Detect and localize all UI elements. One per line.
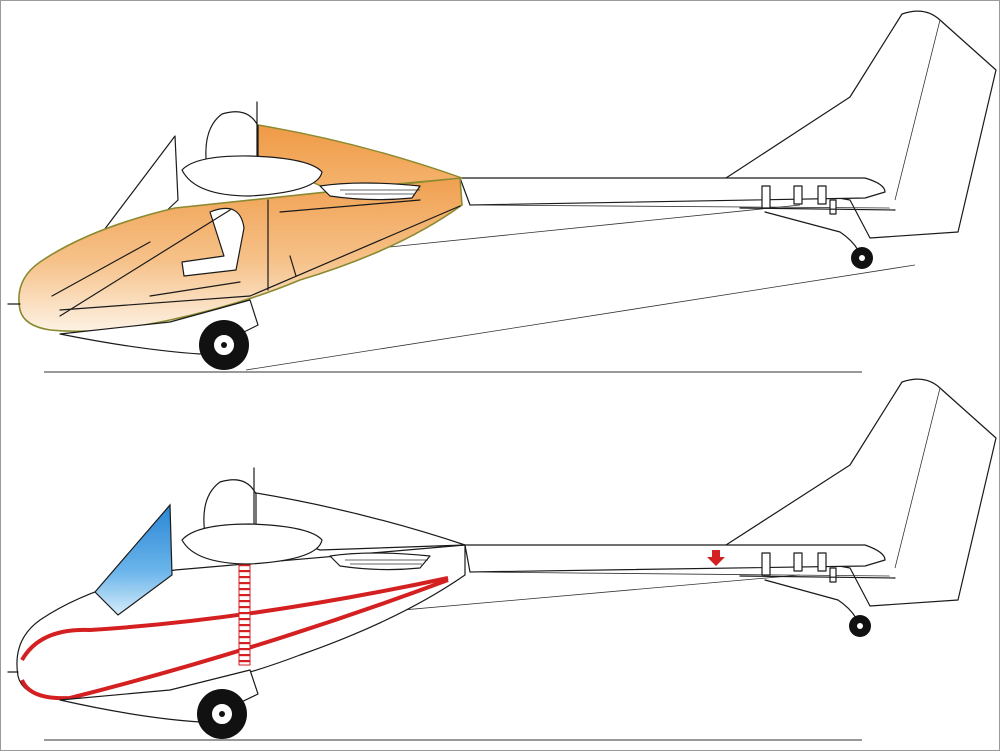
main-wheel-axle [221,342,227,348]
main-wheel-axle [219,711,225,717]
surface-detail [345,559,428,565]
stabilizer [739,575,896,579]
tail-fitting [829,567,837,583]
control-surface [319,182,421,201]
tail-fitting [817,552,827,572]
control-surface [329,552,431,571]
frame-tube [51,241,151,297]
frame-tube [249,205,461,297]
tail-strut [764,579,857,619]
wing-root [181,523,323,565]
rudder-hinge [894,387,941,569]
attachment-marker [707,550,725,566]
stabilizer [739,207,896,211]
tail-fitting [793,552,803,572]
wing-line [245,264,916,371]
boom-line [469,571,891,577]
boom-line [469,204,891,209]
tail-fitting [761,552,771,576]
tail-boom [464,544,886,573]
frame-tube [59,295,251,311]
frame-tube [149,281,241,297]
frame-tube [59,209,231,317]
rudder-hinge [894,19,941,201]
tail-wheel-hub [857,623,863,629]
cutaway-view [7,10,997,373]
wing-line [379,204,801,249]
ladder-band [238,564,251,666]
reinforcement-band [20,578,449,701]
tail-fitting [817,185,827,205]
tail-strut [764,211,859,251]
exterior-view [7,378,997,741]
tail-fitting [829,199,837,215]
strut [289,255,297,277]
canopy-glass [94,503,173,616]
reinforcement-band [20,576,449,662]
tail-fitting [793,185,803,205]
control-rod [279,199,421,213]
tail-wheel-hub [859,255,865,261]
tail-fitting [761,185,771,209]
wing-line [379,574,801,613]
wing-root [181,155,323,197]
tail-boom [459,177,886,206]
seat [181,207,245,277]
surface-detail [340,189,420,195]
fuselage-pod [18,177,463,333]
